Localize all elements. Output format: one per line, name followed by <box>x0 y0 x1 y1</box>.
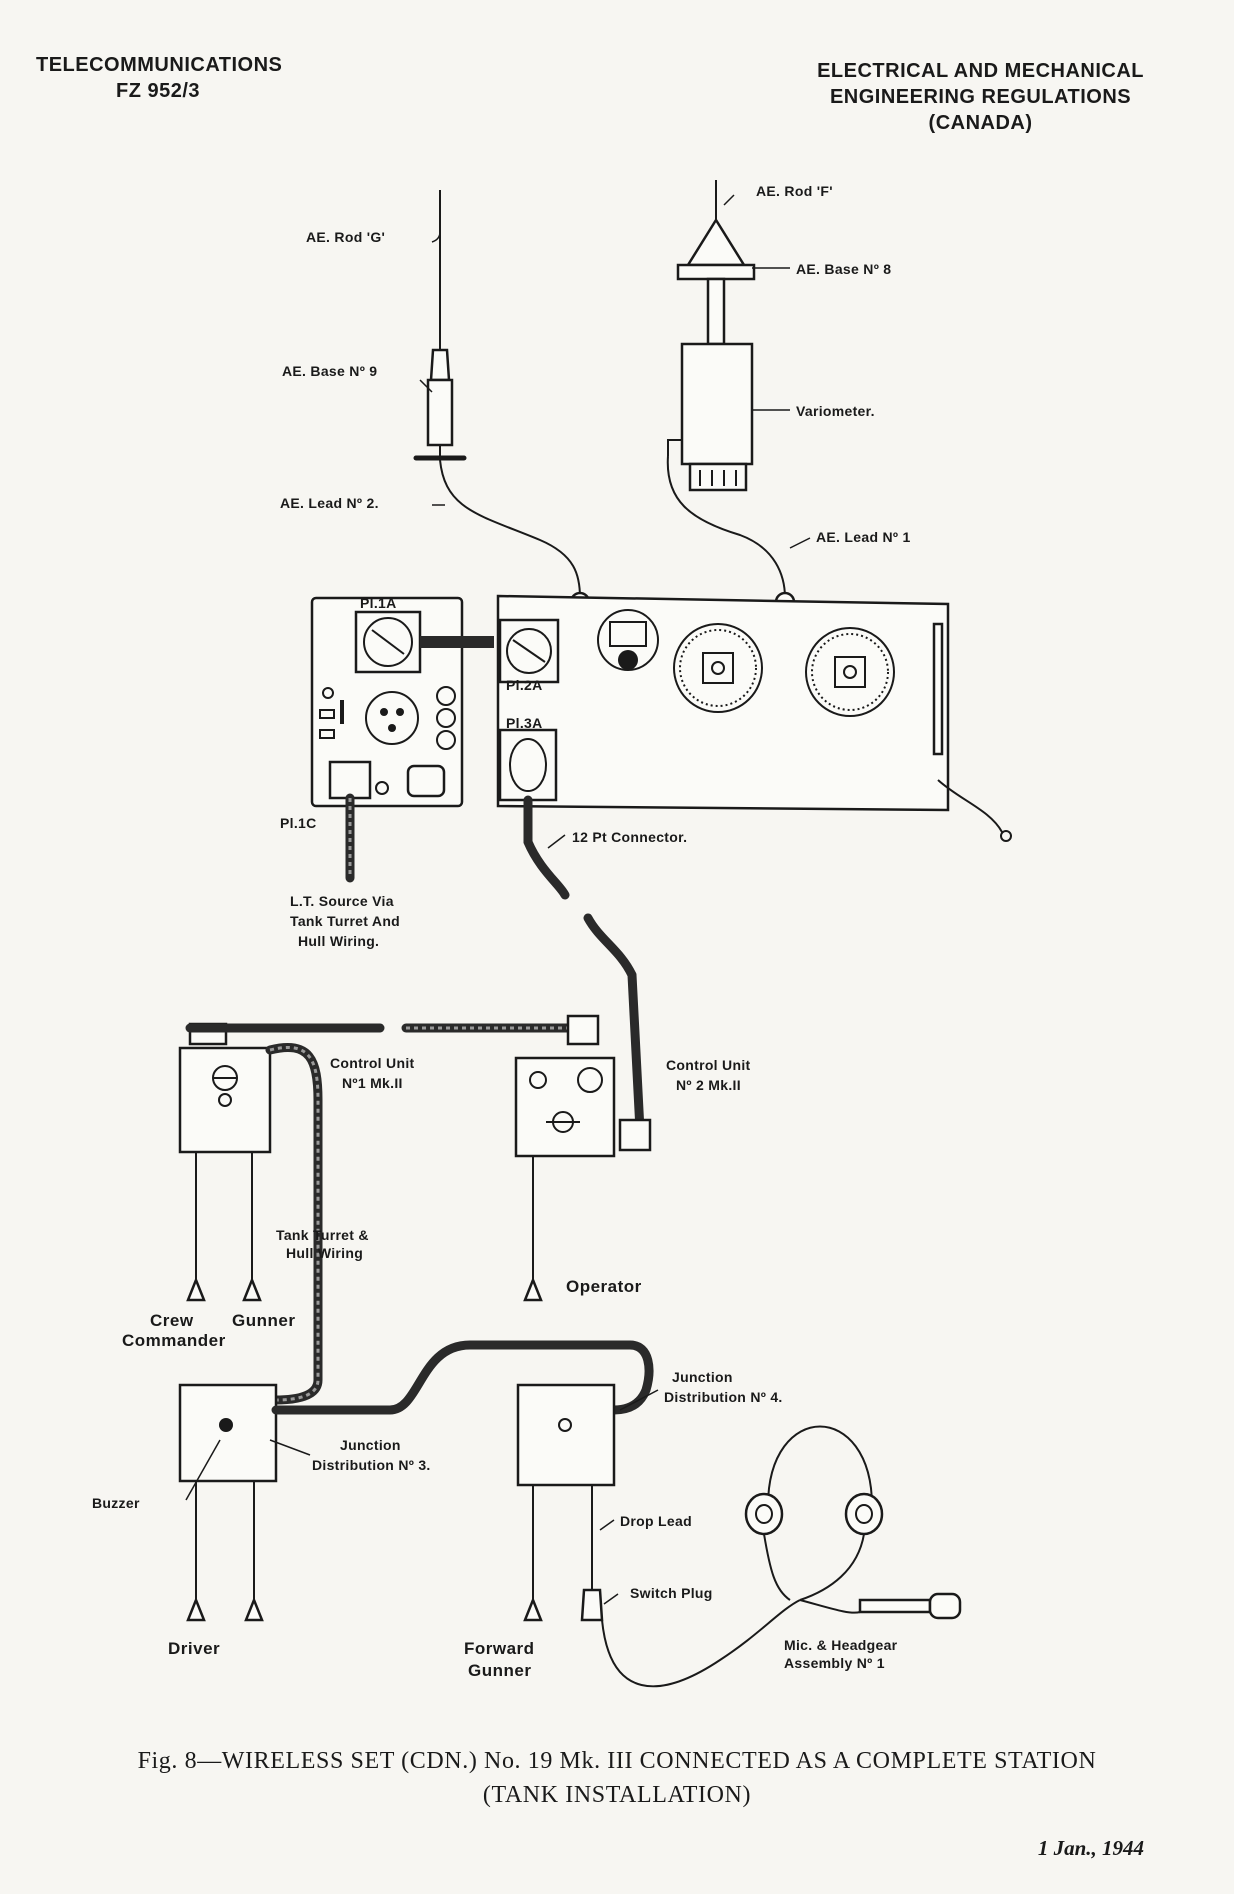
label-ae-rod-g: AE. Rod 'G' <box>306 229 385 245</box>
label-drop-lead: Drop Lead <box>620 1513 692 1529</box>
aerial-rod-g <box>413 190 467 461</box>
label-forward: Forward <box>464 1639 535 1658</box>
label-lt-source-1: L.T. Source Via <box>290 893 394 909</box>
label-mic-1: Mic. & Headgear <box>784 1637 898 1653</box>
junction-distribution-3 <box>178 1383 278 1483</box>
header-org-line1: ELECTRICAL AND MECHANICAL <box>817 60 1144 82</box>
label-tank-turret-1: Tank Turret & <box>276 1227 369 1243</box>
label-lt-source-3: Hull Wiring. <box>298 933 379 949</box>
driver-leads <box>186 1481 264 1622</box>
ae-lead-1-cable <box>666 455 786 599</box>
forward-gunner-leads <box>523 1485 604 1622</box>
label-ae-base-9: AE. Base Nº 9 <box>282 363 377 379</box>
tank-turret-wiring-cable <box>265 1042 323 1405</box>
label-variometer: Variometer. <box>796 403 875 419</box>
control-unit-2 <box>514 1014 652 1158</box>
headset-icon <box>744 1425 884 1601</box>
header-code: FZ 952/3 <box>116 80 201 102</box>
twelve-pt-connector-cable <box>523 795 570 900</box>
label-ae-rod-f: AE. Rod 'F' <box>756 183 833 199</box>
label-driver: Driver <box>168 1639 220 1658</box>
label-commander: Commander <box>122 1331 226 1350</box>
label-lt-source-2: Tank Turret And <box>290 913 400 929</box>
header-org-line3: (CANADA) <box>928 112 1033 134</box>
jd3-jd4-cable <box>271 1340 654 1415</box>
variometer <box>667 342 754 492</box>
buzzer-icon <box>219 1418 233 1432</box>
issue-date: 1 Jan., 1944 <box>1037 1836 1144 1860</box>
label-jd4-2: Distribution Nº 4. <box>664 1389 783 1405</box>
label-jd3-2: Distribution Nº 3. <box>312 1457 431 1473</box>
label-ae-base-8: AE. Base Nº 8 <box>796 261 891 277</box>
switch-plug-cable <box>601 1599 801 1688</box>
crew-commander-lead <box>186 1152 206 1302</box>
label-pl1c: Pl.1C <box>280 815 317 831</box>
control-unit-1 <box>178 1022 272 1154</box>
label-crew: Crew <box>150 1311 194 1330</box>
label-pl1a: Pl.1A <box>360 595 397 611</box>
microphone-icon <box>799 1592 962 1620</box>
label-pl2a: Pl.2A <box>506 677 543 693</box>
wireless-set-main-panel <box>496 594 1012 842</box>
aerial-rod-f <box>676 180 756 346</box>
label-forward-gunner: Gunner <box>468 1661 531 1680</box>
label-switch-plug: Switch Plug <box>630 1585 713 1601</box>
label-ae-lead-1: AE. Lead Nº 1 <box>816 529 911 545</box>
label-control-unit-2a: Control Unit <box>666 1057 751 1073</box>
header-right: ELECTRICAL AND MECHANICAL ENGINEERING RE… <box>817 58 1144 136</box>
figure-caption: Fig. 8—WIRELESS SET (CDN.) No. 19 Mk. II… <box>0 1744 1234 1812</box>
header-series: TELECOMMUNICATIONS <box>36 54 283 76</box>
label-tank-turret-2: Hull Wiring <box>286 1245 363 1261</box>
label-operator: Operator <box>566 1277 642 1296</box>
label-mic-2: Assembly Nº 1 <box>784 1655 885 1671</box>
gunner-lead <box>242 1152 262 1302</box>
operator-lead <box>523 1156 543 1302</box>
caption-line2: (TANK INSTALLATION) <box>482 1782 752 1808</box>
label-jd3-1: Junction <box>340 1437 401 1453</box>
label-buzzer: Buzzer <box>92 1495 140 1511</box>
junction-distribution-4 <box>516 1383 616 1487</box>
supply-unit <box>310 596 464 808</box>
label-control-unit-1b: Nº1 Mk.II <box>342 1075 403 1091</box>
label-jd4-1: Junction <box>672 1369 733 1385</box>
label-gunner: Gunner <box>232 1311 295 1330</box>
label-pl3a: Pl.3A <box>506 715 543 731</box>
caption-line1: Fig. 8—WIRELESS SET (CDN.) No. 19 Mk. II… <box>137 1748 1097 1774</box>
label-control-unit-2b: Nº 2 Mk.II <box>676 1077 741 1093</box>
label-twelve-pt-connector: 12 Pt Connector. <box>572 829 687 845</box>
label-ae-lead-2: AE. Lead Nº 2. <box>280 495 379 511</box>
label-control-unit-1a: Control Unit <box>330 1055 415 1071</box>
header-org-line2: ENGINEERING REGULATIONS <box>829 86 1132 108</box>
pl1a-link-cable <box>420 636 494 648</box>
ae-lead-2-cable <box>439 459 581 599</box>
header-left: TELECOMMUNICATIONS FZ 952/3 <box>36 52 282 104</box>
